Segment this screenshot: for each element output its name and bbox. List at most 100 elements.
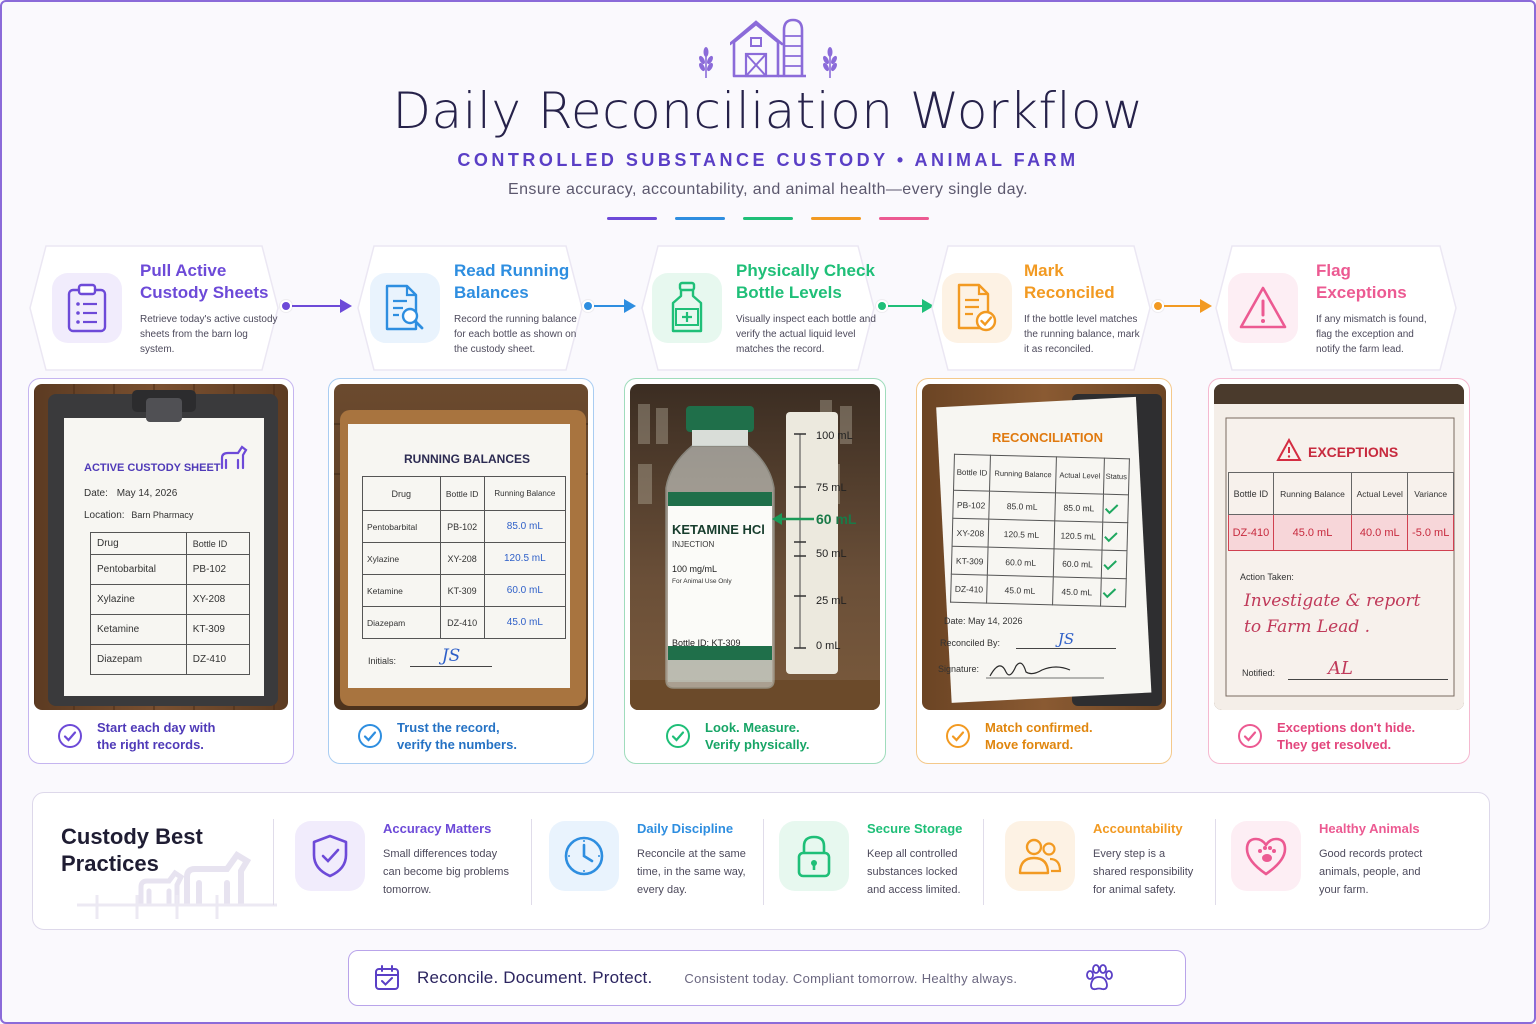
caption-line: Start each day with <box>97 720 216 735</box>
table-cell: 120.5 mL <box>988 519 1055 549</box>
notified-signature: AL <box>1288 658 1448 680</box>
caption-line: Match confirmed. <box>985 720 1093 735</box>
signature-scribble <box>986 662 1104 679</box>
table-cell: Pentobarbital <box>90 554 187 585</box>
reconciled-by-label: Reconciled By: <box>940 638 1001 648</box>
card-bottle-check: KETAMINE HCl INJECTION 100 mg/mL For Ani… <box>624 378 886 764</box>
connector-2 <box>582 296 636 316</box>
practice-desc-line: for animal safety. <box>1093 884 1176 896</box>
check-circle-icon <box>946 724 970 748</box>
dash-green <box>743 217 793 220</box>
table-header: Running Balance <box>1272 472 1353 515</box>
table-cell: DZ-410 <box>1228 514 1274 551</box>
table-cell: Xylazine <box>362 542 441 575</box>
table-row-exception: DZ-410 45.0 mL 40.0 mL -5.0 mL <box>1228 514 1454 551</box>
exceptions-title: EXCEPTIONS <box>1308 444 1399 460</box>
card-5-caption: Exceptions don't hide.They get resolved. <box>1237 719 1415 753</box>
bottle-label-title: KETAMINE HCl <box>672 522 765 537</box>
action-line: Investigate & report <box>1244 591 1421 611</box>
people-icon <box>1018 838 1062 875</box>
table-cell: XY-208 <box>439 542 485 575</box>
page-tagline: Ensure accuracy, accountability, and ani… <box>508 181 1028 198</box>
practice-title: Daily Discipline <box>637 821 734 836</box>
practice-accuracy: Accuracy Matters Small differences today… <box>295 821 523 899</box>
reconciled-by-signature: JS <box>1016 630 1116 649</box>
practice-tile <box>549 821 619 891</box>
step-3-desc: Visually inspect each bottle and verify … <box>736 313 876 355</box>
color-dashes <box>0 217 1536 220</box>
date-value: May 14, 2026 <box>116 488 178 499</box>
table-cell: KT-309 <box>951 546 989 576</box>
bottle-concentration: 100 mg/mL <box>672 564 718 574</box>
table-cell: 45.0 mL <box>483 606 567 639</box>
step-1-title: Pull Active Custody Sheets <box>140 260 269 302</box>
date-value: May 14, 2026 <box>968 616 1023 626</box>
card-3-caption: Look. Measure.Verify physically. <box>665 719 810 753</box>
level-arrow-icon <box>772 513 814 525</box>
caption-line: the right records. <box>97 737 204 752</box>
reconciliation-title: RECONCILIATION <box>992 430 1103 445</box>
table-cell: Diazepam <box>362 606 441 639</box>
farm-silhouette-icon <box>77 851 277 919</box>
table-header: Bottle ID <box>953 454 991 492</box>
step-3: Physically Check Bottle Levels Visually … <box>640 244 876 372</box>
check-circle-icon <box>58 724 82 748</box>
practice-title: Accountability <box>1093 821 1183 836</box>
scale-tick-highlight: 60 mL <box>816 511 857 527</box>
check-circle-icon <box>358 724 382 748</box>
check-icon <box>1104 503 1119 514</box>
table-cell: PB-102 <box>952 490 990 520</box>
shield-check-icon <box>312 834 348 878</box>
practices-title-line: Practices <box>61 851 159 876</box>
caption-line: They get resolved. <box>1277 737 1392 752</box>
measuring-scale <box>794 433 806 649</box>
practice-desc-line: time, in the same way, <box>637 866 746 878</box>
practice-desc-line: can become big problems <box>383 866 509 878</box>
table-cell: 45.0 mL <box>986 575 1054 605</box>
custody-sheet-title: ACTIVE CUSTODY SHEET <box>84 462 221 474</box>
table-cell: Xylazine <box>90 584 187 615</box>
caption-line: Trust the record, <box>397 720 500 735</box>
caption-line: Move forward. <box>985 737 1074 752</box>
divider <box>273 819 274 905</box>
table-cell: 60.0 mL <box>1053 548 1102 579</box>
initials-signature: JS <box>410 646 492 667</box>
step-5: Flag Exceptions If any mismatch is found… <box>1214 244 1458 372</box>
table-cell: -5.0 mL <box>1407 514 1454 551</box>
custody-sheet-photo: ACTIVE CUSTODY SHEET Date: May 14, 2026 … <box>34 384 288 710</box>
signature-label: Signature: <box>938 664 980 674</box>
header: Daily Reconciliation Workflow CONTROLLED… <box>0 8 1536 220</box>
dash-orange <box>811 217 861 220</box>
divider <box>1215 819 1216 905</box>
date-label: Date: <box>944 616 966 626</box>
table-header: Running Balance <box>989 455 1057 493</box>
practice-desc-line: Every step is a <box>1093 848 1166 860</box>
table-cell: XY-208 <box>185 584 251 615</box>
action-label: Action Taken: <box>1240 572 1294 582</box>
warning-triangle-icon <box>1276 438 1302 461</box>
bottle-id: Bottle ID: KT-309 <box>672 638 741 648</box>
table-header: Variance <box>1407 472 1454 515</box>
step-3-title: Physically Check Bottle Levels <box>736 260 875 302</box>
table-header: Drug <box>362 476 441 511</box>
lock-icon <box>797 835 831 878</box>
divider <box>531 819 532 905</box>
footer-sub-text: Consistent today. Compliant tomorrow. He… <box>684 970 1018 986</box>
table-cell: 120.5 mL <box>1054 520 1103 551</box>
clock-icon <box>564 836 604 876</box>
running-balances-title: RUNNING BALANCES <box>404 452 530 466</box>
